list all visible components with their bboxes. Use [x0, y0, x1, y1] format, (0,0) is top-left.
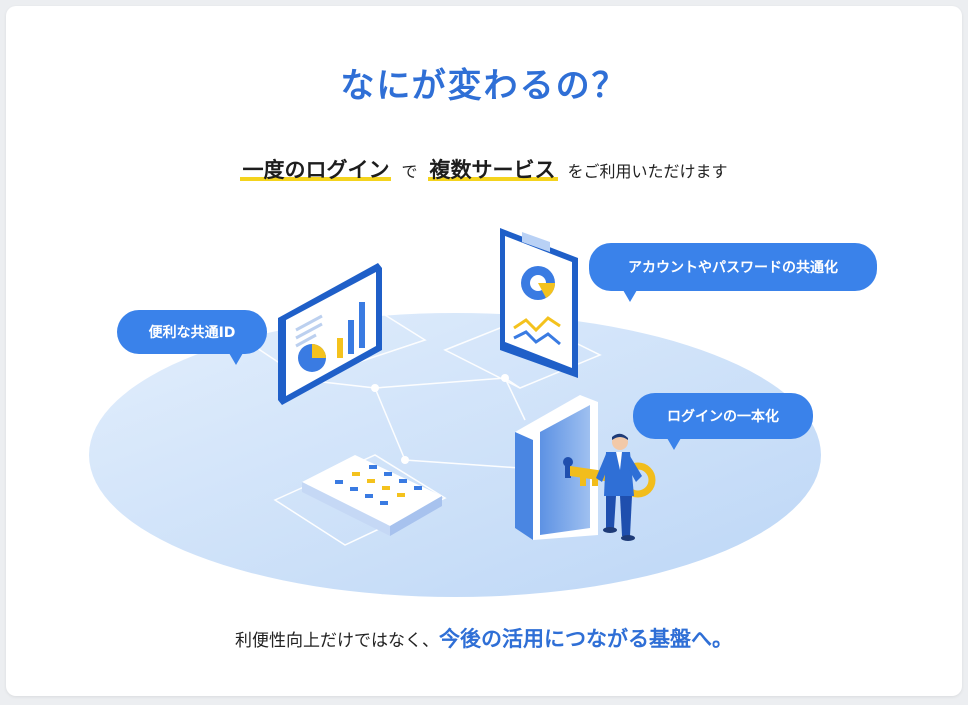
document-list-icon: [302, 455, 442, 536]
subtitle: 一度のログインで複数サービスをご利用いただけます: [6, 154, 962, 184]
footer-message: 利便性向上だけではなく、今後の活用につながる基盤へ。: [0, 623, 968, 653]
footer-lead: 利便性向上だけではなく、: [235, 631, 439, 651]
door-icon: [515, 395, 598, 540]
page-title: なにが変わるの？: [340, 66, 628, 106]
clipboard-report-icon: [500, 228, 578, 378]
person-icon: [596, 433, 642, 541]
bubble-single-login: ログインの一本化: [633, 393, 813, 450]
subtitle-highlight-services: 複数サービス: [427, 158, 558, 183]
footer-emphasis: 今後の活用につながる基盤へ。: [439, 627, 733, 651]
subtitle-tail: をご利用いただけます: [567, 162, 728, 181]
subtitle-connector: で: [401, 162, 418, 181]
network-nodes: [371, 374, 509, 464]
analytics-monitor-icon: [278, 263, 382, 405]
bubble-common-id: 便利な共通ID: [117, 310, 267, 365]
bubble-account-password: アカウントやパスワードの共通化: [589, 243, 877, 302]
subtitle-highlight-login: 一度のログイン: [240, 158, 392, 183]
platform: [89, 313, 821, 597]
